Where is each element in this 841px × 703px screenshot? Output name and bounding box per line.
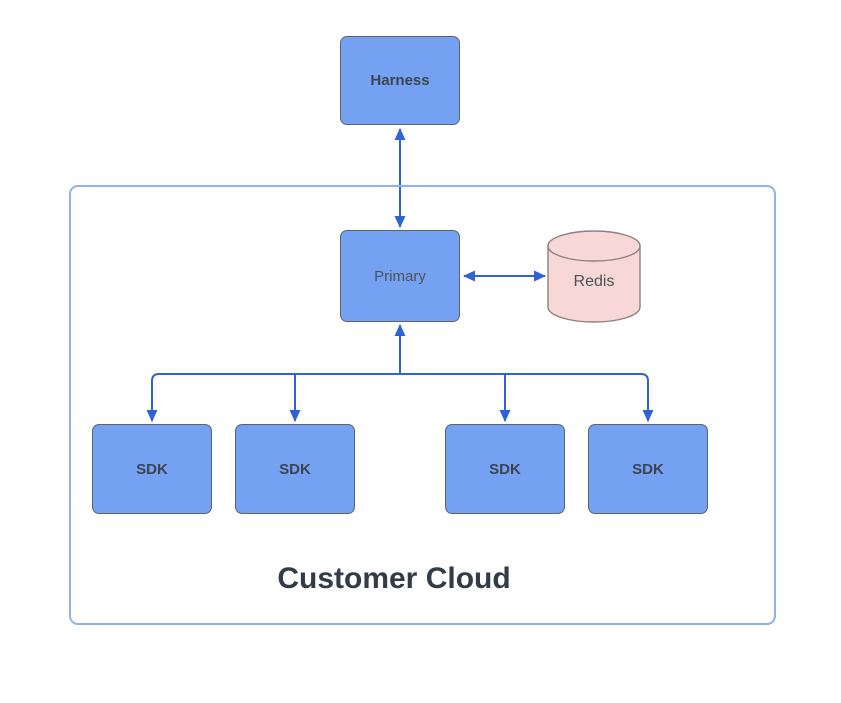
node-sdk-3[interactable]: SDK — [445, 424, 565, 514]
node-sdk-2-label: SDK — [279, 460, 311, 478]
node-sdk-1[interactable]: SDK — [92, 424, 212, 514]
node-primary-label: Primary — [374, 267, 426, 285]
customer-cloud-title: Customer Cloud — [277, 562, 511, 595]
redis-cylinder[interactable] — [547, 230, 641, 323]
node-harness[interactable]: Harness — [340, 36, 460, 125]
node-primary[interactable]: Primary — [340, 230, 460, 322]
node-harness-label: Harness — [370, 72, 430, 89]
node-sdk-4[interactable]: SDK — [588, 424, 708, 514]
connector-bus-sdk4 — [400, 373, 654, 422]
node-sdk-2[interactable]: SDK — [235, 424, 355, 514]
node-sdk-4-label: SDK — [632, 460, 664, 478]
connector-bus-sdk1 — [146, 373, 400, 422]
node-sdk-3-label: SDK — [489, 460, 521, 478]
node-sdk-1-label: SDK — [136, 460, 168, 478]
customer-cloud-boundary — [69, 185, 776, 625]
node-redis-label: Redis — [573, 273, 615, 290]
